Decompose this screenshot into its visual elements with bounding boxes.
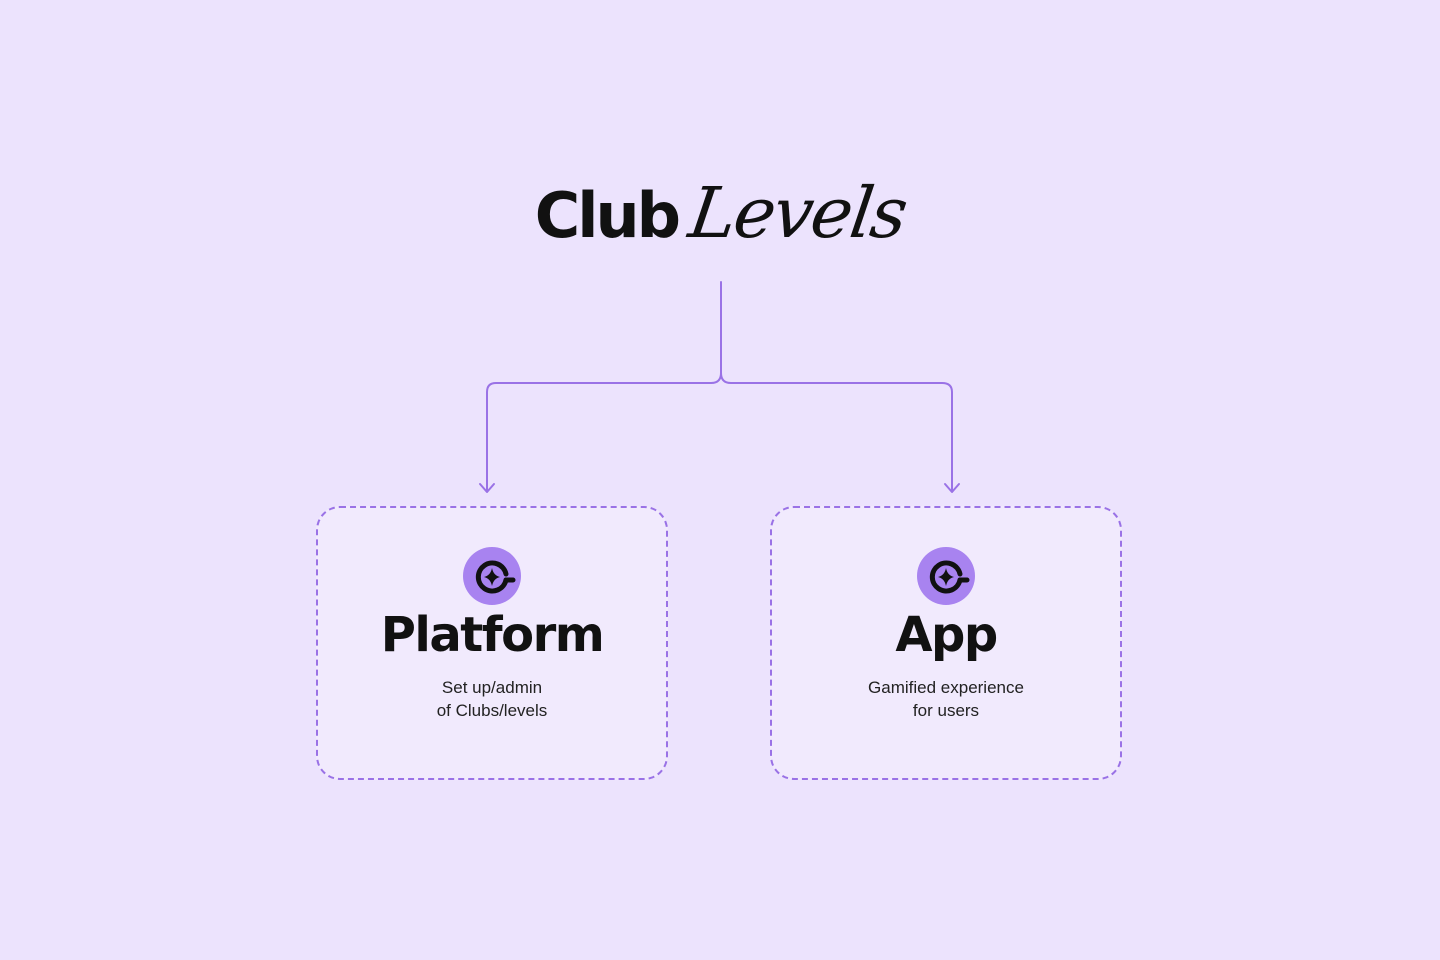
app-heading: App xyxy=(895,607,998,663)
app-description-line: Gamified experience xyxy=(868,678,1024,697)
diagram-title: ClubLevels xyxy=(0,172,1440,254)
club-levels-logo-icon xyxy=(463,547,521,605)
platform-description-line: Set up/admin xyxy=(441,678,543,697)
platform-description-line: of Clubs/levels xyxy=(436,701,548,720)
connector-trunk xyxy=(486,281,722,492)
title-club-text: Club xyxy=(534,179,681,252)
connector-branch-app xyxy=(720,372,953,492)
arrowhead-platform-icon xyxy=(479,483,495,493)
platform-heading: Platform xyxy=(380,607,605,663)
app-description-line: for users xyxy=(912,701,980,720)
title-levels-text: Levels xyxy=(684,172,911,254)
app-card: App Gamified experience for users xyxy=(770,506,1122,780)
platform-description: Set up/admin of Clubs/levels xyxy=(318,676,666,722)
app-description: Gamified experience for users xyxy=(772,676,1120,722)
platform-card: Platform Set up/admin of Clubs/levels xyxy=(316,506,668,780)
club-levels-logo-icon xyxy=(917,547,975,605)
arrowhead-app-icon xyxy=(944,483,960,493)
